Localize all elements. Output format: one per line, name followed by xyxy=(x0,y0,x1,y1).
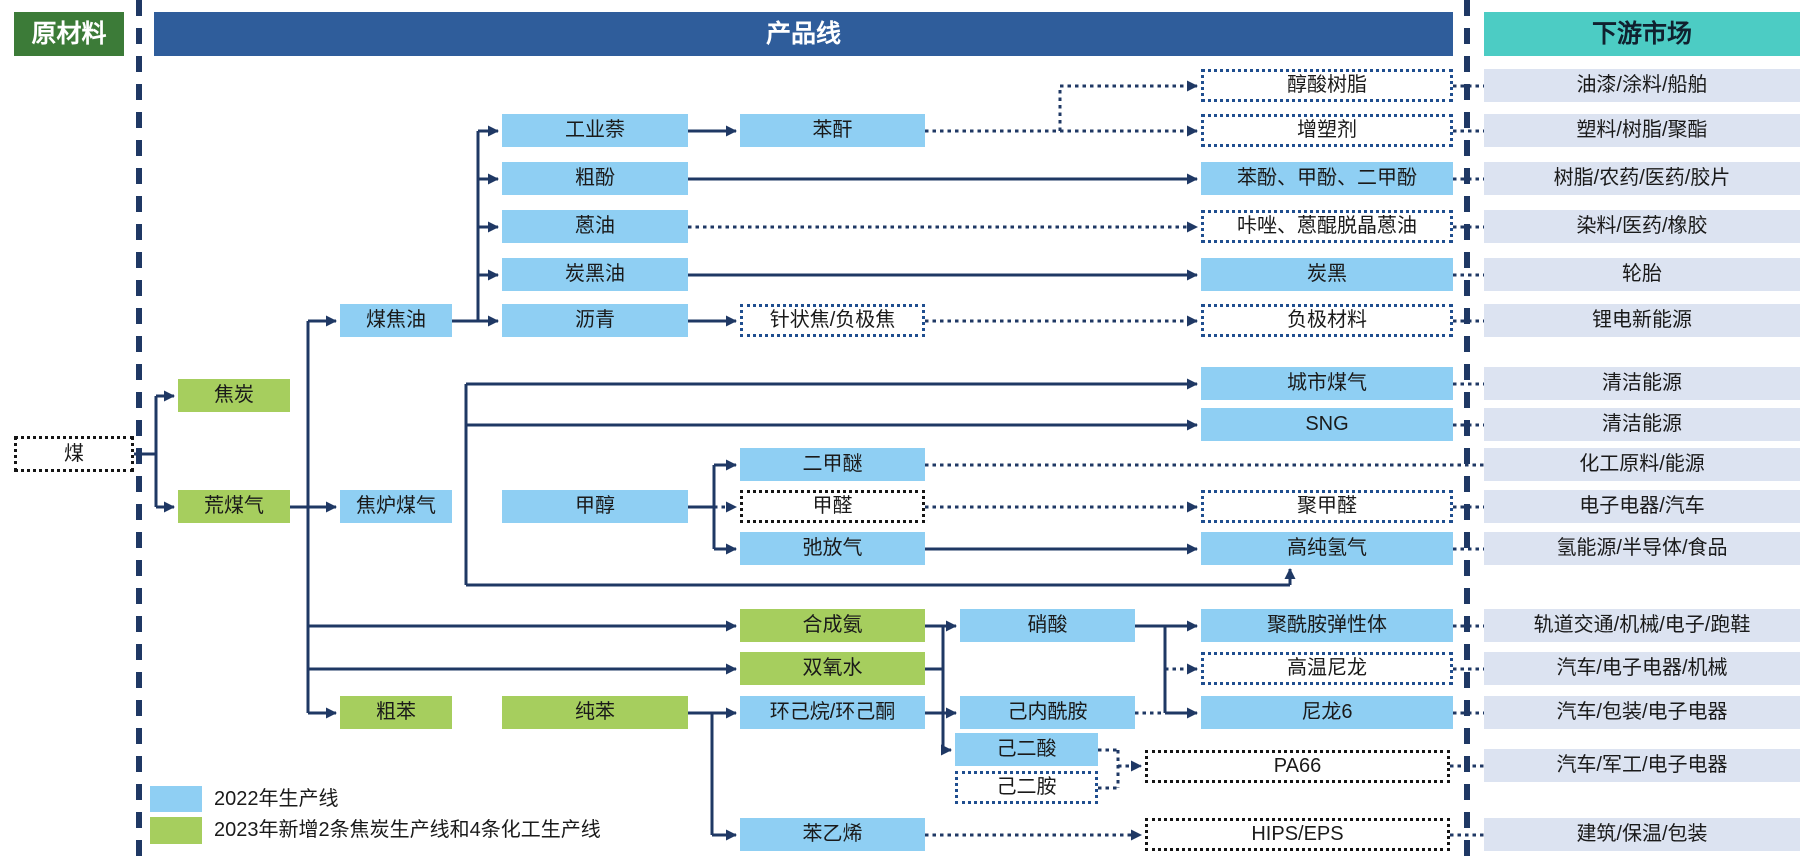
node-hydrogen-peroxide: 双氧水 xyxy=(740,652,925,685)
market-row: 染料/医药/橡胶 xyxy=(1484,210,1800,243)
node-alkyd-resin: 醇酸树脂 xyxy=(1201,69,1453,102)
node-coke: 焦炭 xyxy=(178,379,290,412)
legend-swatch-2022 xyxy=(150,786,202,812)
node-pom: 聚甲醛 xyxy=(1201,490,1453,523)
market-row: 清洁能源 xyxy=(1484,408,1800,441)
product-line-header: 产品线 xyxy=(154,12,1453,56)
node-high-purity-h2: 高纯氢气 xyxy=(1201,532,1453,565)
node-dme: 二甲醚 xyxy=(740,448,925,481)
node-phenols: 苯酚、甲酚、二甲酚 xyxy=(1201,162,1453,195)
market-row: 树脂/农药/医药/胶片 xyxy=(1484,162,1800,195)
node-pa66: PA66 xyxy=(1145,750,1450,783)
market-row: 油漆/涂料/船舶 xyxy=(1484,69,1800,102)
node-carbazole: 咔唑、蒽醌脱晶蒽油 xyxy=(1201,210,1453,243)
market-row: 建筑/保温/包装 xyxy=(1484,818,1800,851)
node-coke-oven-gas: 焦炉煤气 xyxy=(340,490,452,523)
node-styrene: 苯乙烯 xyxy=(740,818,925,851)
market-row: 清洁能源 xyxy=(1484,367,1800,400)
node-ht-nylon: 高温尼龙 xyxy=(1201,652,1453,685)
node-phthalic-anhydride: 苯酐 xyxy=(740,114,925,147)
market-row: 汽车/军工/电子电器 xyxy=(1484,749,1800,782)
node-coal-tar: 煤焦油 xyxy=(340,304,452,337)
market-row: 电子电器/汽车 xyxy=(1484,490,1800,523)
market-row: 化工原料/能源 xyxy=(1484,448,1800,481)
node-formaldehyde: 甲醛 xyxy=(740,490,925,523)
node-hips-eps: HIPS/EPS xyxy=(1145,818,1450,851)
node-cyclohexane: 环己烷/环己酮 xyxy=(740,696,925,729)
node-anthracene-oil: 蒽油 xyxy=(502,210,688,243)
node-crude-benzene: 粗苯 xyxy=(340,696,452,729)
market-row: 锂电新能源 xyxy=(1484,304,1800,337)
market-row: 汽车/电子电器/机械 xyxy=(1484,652,1800,685)
node-sng: SNG xyxy=(1201,408,1453,441)
legend-swatch-2023 xyxy=(150,817,202,844)
node-hexamethylene-diamine: 己二胺 xyxy=(955,771,1098,804)
node-nitric-acid: 硝酸 xyxy=(960,609,1135,642)
node-city-gas: 城市煤气 xyxy=(1201,367,1453,400)
node-industrial-naphthalene: 工业萘 xyxy=(502,114,688,147)
node-adipic-acid: 己二酸 xyxy=(955,733,1098,766)
node-pitch: 沥青 xyxy=(502,304,688,337)
legend-label-2023: 2023年新增2条焦炭生产线和4条化工生产线 xyxy=(214,819,601,841)
node-plasticizer: 增塑剂 xyxy=(1201,114,1453,147)
market-row: 轨道交通/机械/电子/跑鞋 xyxy=(1484,609,1800,642)
node-carbon-black: 炭黑 xyxy=(1201,258,1453,291)
raw-materials-header: 原材料 xyxy=(14,12,124,56)
market-row: 氢能源/半导体/食品 xyxy=(1484,532,1800,565)
node-methanol: 甲醇 xyxy=(502,490,688,523)
legend-label-2022: 2022年生产线 xyxy=(214,788,339,810)
node-crude-phenol: 粗酚 xyxy=(502,162,688,195)
node-pa-elastomer: 聚酰胺弹性体 xyxy=(1201,609,1453,642)
node-synthetic-ammonia: 合成氨 xyxy=(740,609,925,642)
node-caprolactam: 己内酰胺 xyxy=(960,696,1135,729)
market-row: 塑料/树脂/聚酯 xyxy=(1484,114,1800,147)
node-anode-material: 负极材料 xyxy=(1201,304,1453,337)
node-pure-benzene: 纯苯 xyxy=(502,696,688,729)
node-needle-coke: 针状焦/负极焦 xyxy=(740,304,925,337)
market-row: 汽车/包装/电子电器 xyxy=(1484,696,1800,729)
node-nylon6: 尼龙6 xyxy=(1201,696,1453,729)
downstream-market-header: 下游市场 xyxy=(1484,12,1800,56)
node-coal: 煤 xyxy=(14,436,134,472)
market-row: 轮胎 xyxy=(1484,258,1800,291)
node-carbon-black-oil: 炭黑油 xyxy=(502,258,688,291)
node-purge-gas: 弛放气 xyxy=(740,532,925,565)
node-raw-gas: 荒煤气 xyxy=(178,490,290,523)
